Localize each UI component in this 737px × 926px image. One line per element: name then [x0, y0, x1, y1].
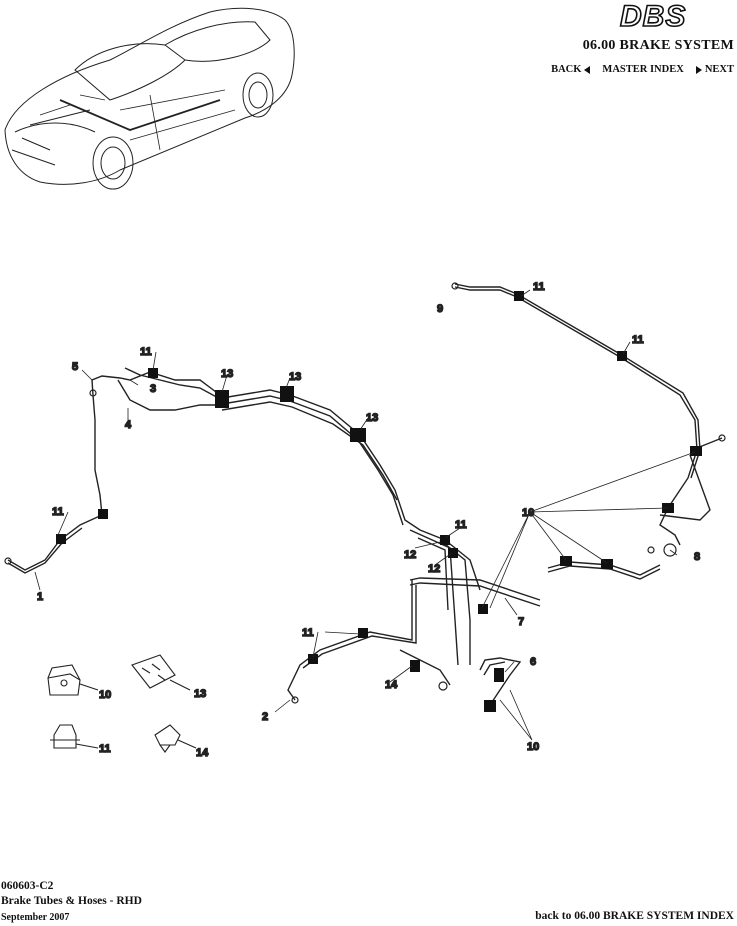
logo-text: DBS — [620, 0, 686, 30]
fitting — [718, 434, 726, 442]
callout-7: 7 — [518, 616, 524, 628]
callout-13-b: 13 — [289, 371, 301, 383]
callout-6: 6 — [530, 656, 536, 668]
callout-13-a: 13 — [221, 368, 233, 380]
center-hose-assembly — [287, 529, 541, 706]
clip — [350, 428, 366, 442]
callout-2: 2 — [262, 711, 268, 723]
car-illustration — [4, 7, 295, 190]
leader-lines — [34, 289, 696, 741]
left-arrow-icon — [584, 65, 591, 74]
clip — [56, 534, 66, 544]
clip — [410, 660, 420, 672]
right-arrow-icon — [695, 65, 702, 74]
callout-11-lower: 11 — [302, 627, 314, 639]
brake-tubes-diagram: 1 2 3 4 5 6 7 8 9 10 10 10 11 11 11 11 1… — [4, 280, 726, 760]
clip — [514, 291, 524, 301]
clip-13-illustration — [131, 654, 191, 691]
clip — [98, 509, 108, 519]
fitting — [647, 546, 655, 554]
clip — [617, 351, 627, 361]
callout-11-left: 11 — [52, 506, 64, 518]
clips — [56, 291, 702, 712]
back-to-index-link[interactable]: back to 06.00 BRAKE SYSTEM INDEX — [535, 910, 734, 922]
clip — [560, 556, 572, 566]
callout-10-top: 10 — [522, 507, 534, 519]
callout-12-b: 12 — [428, 563, 440, 575]
clip — [448, 548, 458, 558]
callout-1: 1 — [37, 591, 43, 603]
clip — [280, 386, 294, 402]
fitting — [89, 389, 97, 397]
navigation-bar: BACK MASTER INDEX NEXT — [551, 64, 734, 75]
clip — [215, 390, 229, 408]
diagram-title: Brake Tubes & Hoses - RHD — [1, 895, 142, 907]
clip-10-illustration — [47, 664, 99, 696]
fitting — [4, 557, 12, 565]
rear-tube-assembly — [454, 283, 723, 580]
callout-11-top: 11 — [533, 281, 545, 293]
callout-13-key: 13 — [194, 688, 206, 700]
callout-11-upper: 11 — [140, 346, 152, 358]
clip-14-illustration — [154, 724, 197, 753]
clip — [478, 604, 488, 614]
callout-11-key: 11 — [99, 743, 111, 755]
system-title: 06.00 BRAKE SYSTEM — [582, 38, 734, 53]
next-link[interactable]: NEXT — [695, 64, 734, 75]
clip — [601, 559, 613, 569]
clip — [308, 654, 318, 664]
callout-3: 3 — [150, 383, 156, 395]
fitting — [663, 543, 677, 557]
callout-9: 9 — [437, 303, 443, 315]
callout-14-key: 14 — [196, 747, 209, 759]
diagram-code: 060603-C2 — [1, 880, 54, 892]
clip — [494, 668, 504, 682]
dbs-logo: DBS — [619, 0, 686, 30]
callout-4: 4 — [125, 419, 132, 431]
callout-10-key: 10 — [99, 689, 111, 701]
callout-12-a: 12 — [404, 549, 416, 561]
clip — [358, 628, 368, 638]
parts-key — [47, 654, 197, 753]
fittings — [4, 282, 726, 704]
clip — [484, 700, 496, 712]
callout-labels: 1 2 3 4 5 6 7 8 9 10 10 10 11 11 11 11 1… — [36, 280, 701, 759]
master-index-link[interactable]: MASTER INDEX — [602, 64, 684, 75]
fitting — [291, 696, 299, 704]
callout-10-bottom: 10 — [527, 741, 539, 753]
callout-11-right: 11 — [632, 334, 644, 346]
callout-14: 14 — [385, 679, 398, 691]
fitting — [451, 282, 459, 290]
clip — [148, 368, 158, 378]
clip — [690, 446, 702, 456]
callout-13-c: 13 — [366, 412, 378, 424]
diagram-date: September 2007 — [1, 912, 70, 923]
fitting — [438, 681, 448, 691]
back-link[interactable]: BACK — [551, 64, 591, 75]
callout-8: 8 — [694, 551, 700, 563]
callout-5: 5 — [72, 361, 78, 373]
clip-11-illustration — [50, 724, 99, 749]
clip — [440, 535, 450, 545]
callout-11-center: 11 — [455, 519, 467, 531]
